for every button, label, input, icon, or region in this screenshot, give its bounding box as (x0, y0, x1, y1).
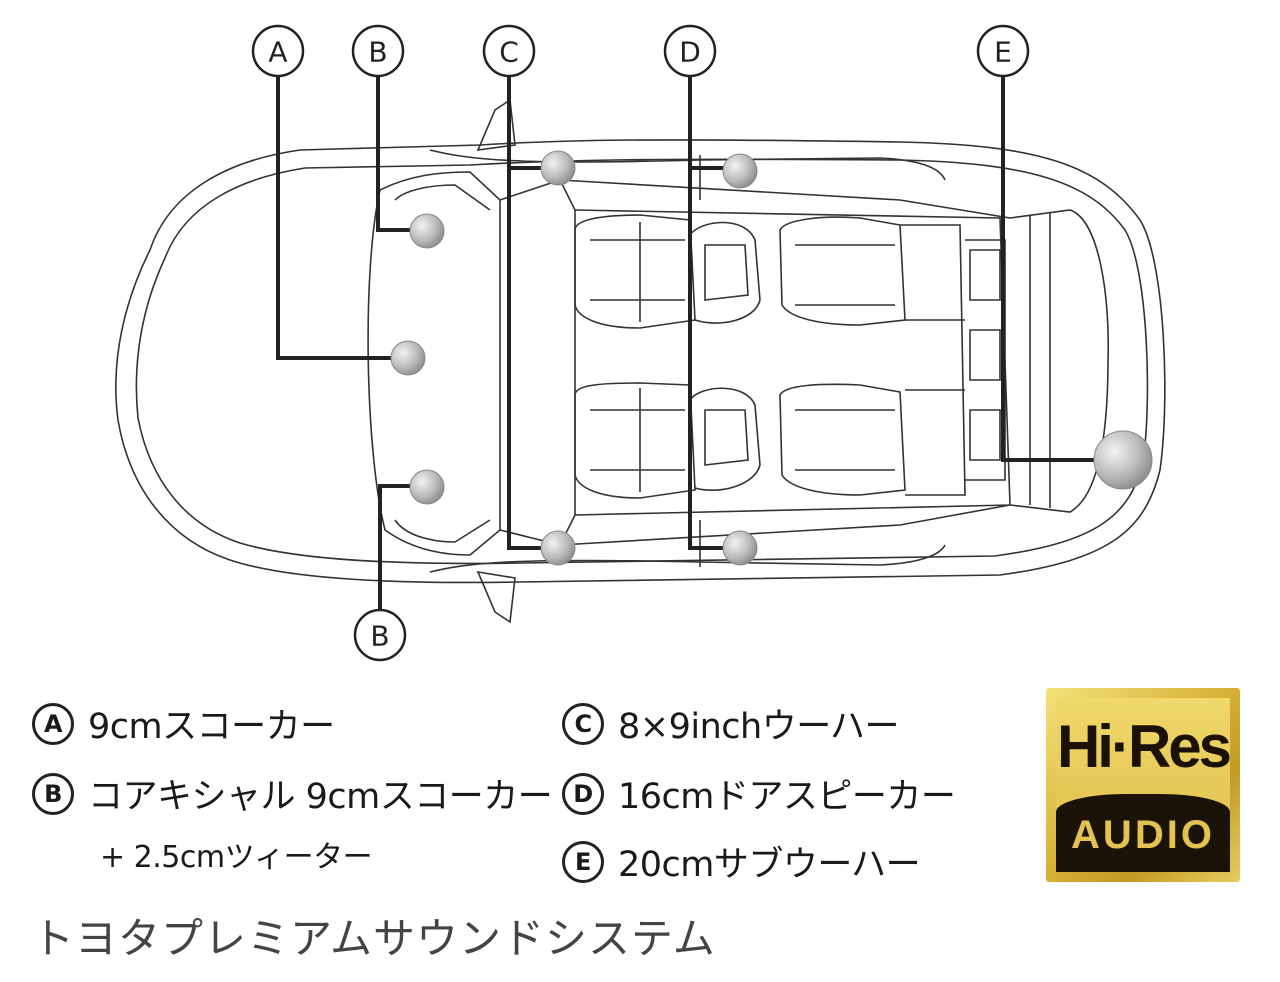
legend-item-e: E 20cmサブウーハー (562, 836, 921, 887)
callout-d-label: D (679, 36, 701, 69)
callout-e-circle (976, 24, 1030, 78)
leader-b-top (376, 76, 416, 232)
legend-letter-a: A (32, 702, 74, 745)
leader-e (1001, 76, 1098, 462)
speaker-d-top (722, 153, 758, 189)
legend-text-a: 9cmスコーカー (88, 707, 335, 747)
callout-b-top-circle (351, 24, 405, 78)
legend-letter-e: E (562, 840, 604, 883)
legend-letter-c: C (562, 702, 604, 745)
callout-b-bottom-circle (353, 608, 407, 662)
leader-b-bottom (378, 484, 416, 610)
system-title: トヨタプレミアムサウンドシステム (32, 914, 716, 963)
speaker-c-bottom (540, 530, 576, 566)
hires-audio-badge: Hi·Res AUDIO (1046, 688, 1240, 882)
speaker-d-bottom (722, 530, 758, 566)
car-speaker-diagram: A B C D E B (115, 24, 1166, 662)
leader-lines (276, 76, 1098, 610)
legend-text-c: 8×9inchウーハー (618, 707, 900, 747)
legend-text-d: 16cmドアスピーカー (618, 777, 956, 817)
callout-d-circle (663, 24, 717, 78)
speaker-e (1093, 430, 1153, 490)
speaker-b-bottom (409, 469, 445, 505)
callout-c-circle (482, 24, 536, 78)
callout-a-label: A (268, 36, 287, 69)
callout-e-label: E (994, 36, 1012, 69)
legend-text-b: コアキシャル 9cmスコーカー (88, 777, 553, 817)
speakers (390, 150, 1153, 566)
legend-letter-b: B (32, 772, 74, 815)
callout-b-bottom-label: B (370, 620, 389, 653)
legend-letter-d: D (562, 772, 604, 815)
legend-item-a: A 9cmスコーカー (32, 698, 335, 749)
leader-a (276, 76, 398, 360)
hires-badge-top: Hi·Res (1056, 713, 1230, 780)
speaker-c-top (540, 150, 576, 186)
speaker-a (390, 340, 426, 376)
legend-item-c: C 8×9inchウーハー (562, 698, 900, 749)
callout-circles (251, 24, 1030, 662)
leader-c (507, 76, 545, 550)
callout-a-circle (251, 24, 305, 78)
callout-c-label: C (499, 36, 519, 69)
legend-item-b: B コアキシャル 9cmスコーカー (32, 768, 553, 819)
speaker-b-top (409, 213, 445, 249)
car-outline (115, 98, 1166, 624)
callout-b-top-label: B (368, 36, 387, 69)
legend-subtext-b: + 2.5cmツィーター (100, 840, 373, 875)
hires-badge-band (1056, 794, 1230, 872)
leader-d (688, 76, 725, 550)
legend-text-e: 20cmサブウーハー (618, 845, 921, 885)
legend-item-d: D 16cmドアスピーカー (562, 768, 956, 819)
hires-badge-bottom: AUDIO (1071, 813, 1215, 857)
